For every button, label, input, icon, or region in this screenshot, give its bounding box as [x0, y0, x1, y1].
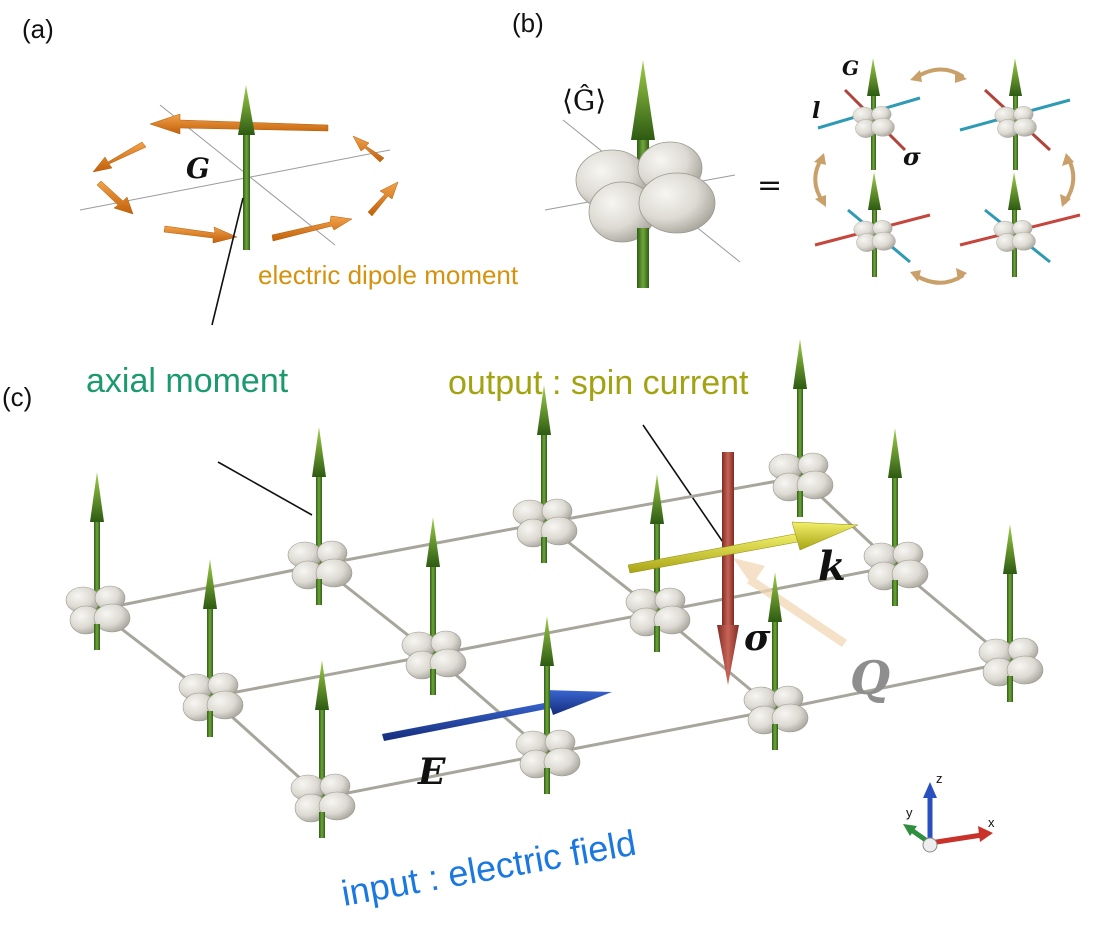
lattice-site [291, 660, 355, 838]
lattice-site [744, 572, 808, 750]
symbol-Q: Q [850, 651, 890, 705]
axial-label: axial moment [86, 362, 289, 400]
panel-b: (b) ⟨Ĝ⟩ = [512, 8, 1081, 288]
axis-z-label: z [936, 771, 943, 786]
dipole-arrow [271, 215, 353, 242]
cycle-arrows [813, 67, 1076, 285]
dipole-arrow [96, 180, 134, 215]
axial-arrow [238, 85, 255, 250]
cycle-arrow [813, 156, 825, 204]
leader-line [642, 424, 728, 549]
dipole-arrow [367, 181, 399, 217]
axis-x-label: x [988, 815, 995, 830]
panel-a-tag: (a) [22, 14, 54, 44]
electric-field-arrow [382, 690, 612, 741]
config-top-right [959, 58, 1071, 170]
input-label: input : electric field [338, 822, 639, 914]
panel-b-tag: (b) [512, 8, 544, 38]
lattice-site [513, 385, 577, 563]
cycle-arrow [913, 273, 964, 285]
expectation-site [575, 60, 716, 288]
symbol-l: l [812, 98, 820, 124]
dipole-arrow [149, 113, 329, 135]
dipole-arrow [352, 135, 385, 163]
dipole-arrow-ring [92, 113, 399, 244]
lattice-site [979, 524, 1043, 702]
symbol-sigma: σ [744, 617, 771, 659]
panel-a: (a) G electric dipole moment axial momen… [22, 14, 519, 400]
axes-triad: z x y [903, 771, 995, 853]
lattice-site [288, 427, 352, 605]
dipole-label: electric dipole moment [258, 260, 519, 290]
equals-sign: = [757, 168, 782, 203]
lattice-site [769, 339, 833, 517]
config-bottom-right [959, 172, 1081, 277]
config-bottom-left [814, 172, 931, 277]
dipole-arrow [92, 141, 147, 173]
leader-line [217, 461, 313, 516]
cycle-arrow [913, 67, 964, 80]
panel-c-tag: (c) [2, 382, 32, 412]
lattice-site [179, 559, 243, 737]
symbol-G-small: G [842, 56, 859, 80]
axis-y-label: y [906, 805, 913, 820]
expectation-G: ⟨Ĝ⟩ [562, 83, 606, 117]
symbol-sigma-small: σ [903, 142, 921, 171]
panel-c: (c) output : spin current [2, 339, 1043, 914]
symbol-k: k [818, 543, 846, 590]
output-label: output : spin current [448, 364, 749, 402]
k-arrow [627, 521, 859, 574]
symbol-E: E [417, 751, 446, 793]
config-top-left [817, 58, 921, 170]
spin-sigma-arrow [717, 452, 739, 685]
dipole-arrow [163, 225, 238, 244]
lattice-site [66, 472, 130, 650]
leader-line [211, 197, 244, 326]
axis-line [79, 149, 391, 211]
lattice-site [864, 428, 928, 606]
cycle-arrow [1063, 156, 1076, 204]
symbol-G: G [186, 152, 210, 185]
lattice-site [402, 517, 466, 695]
